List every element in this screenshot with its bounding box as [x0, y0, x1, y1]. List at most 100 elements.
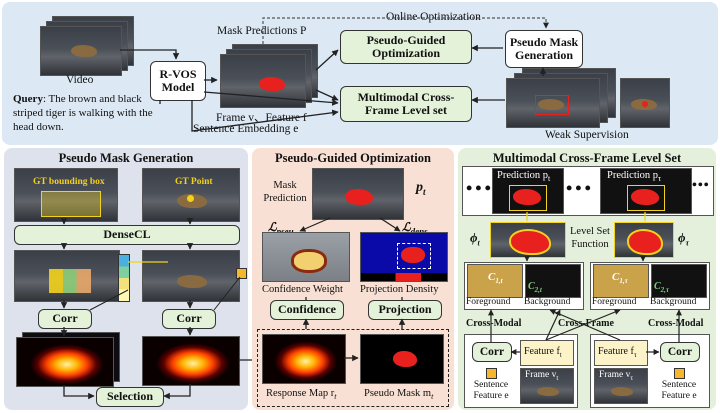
weak-point-frame: [620, 78, 670, 128]
phi-t-label: ϕt: [470, 230, 480, 248]
frame-vt-image: Frame vt: [520, 368, 574, 404]
sentence-feature-right-label: Sentence Feature e: [661, 380, 697, 401]
frame-vt-tiger: [537, 387, 559, 396]
foreground-right-label: Foreground: [592, 297, 637, 307]
phi-tau-label: ϕτ: [678, 230, 689, 248]
weak-supervision-label: Weak Supervision: [545, 129, 629, 141]
overview-arrows: [120, 17, 549, 132]
gt-bbox-rect: [41, 191, 101, 217]
cross-modal-left-label: Cross-Modal: [466, 318, 522, 329]
phi-t-sub: t: [477, 238, 480, 248]
prediction-tau-sub: τ: [658, 174, 662, 184]
pgo-mask-blob: [345, 189, 373, 205]
ctau2-sub: 2,τ: [660, 286, 670, 294]
prediction-t-box: [509, 185, 547, 211]
loss-dens-sub: dens: [411, 226, 428, 236]
pseudo-mask-image: [360, 334, 444, 384]
feature-right-tiger: [177, 275, 207, 288]
phi-tau-text: ϕ: [678, 230, 686, 245]
response-map-text: Response Map r: [266, 388, 335, 399]
corr-mcfl-right-label: Corr: [667, 345, 693, 358]
ct2-text: C: [528, 281, 535, 292]
feature-ftau-box: [594, 340, 648, 366]
pseudo-guided-optimization-box: Pseudo-Guided Optimization: [340, 30, 472, 64]
phi-t-mask: [509, 229, 551, 255]
cross-modal-right-label: Cross-Modal: [648, 318, 704, 329]
multimodal-level-set-label: Multimodal Cross-Frame Level set: [357, 89, 455, 117]
prediction-t-image: Prediction pt: [492, 168, 564, 214]
prediction-tau-label: Prediction pτ: [607, 170, 661, 183]
ct1-text: C: [488, 271, 496, 283]
sentence-cube-left: [486, 368, 497, 379]
frame-vtau-label: Frame vτ: [599, 370, 633, 382]
pseudo-mask-sub: t: [431, 392, 434, 402]
weak-bbox-rect: [535, 95, 569, 115]
frame-vtau-text: Frame v: [599, 370, 631, 380]
background-right-image: C2,τ: [651, 264, 707, 298]
prediction-tau-box: [627, 185, 665, 211]
pt-text: p: [416, 180, 423, 195]
mask-blob: [259, 77, 285, 91]
rvos-model-box: R-VOS Model: [150, 61, 206, 101]
feature-ft-box: [520, 340, 574, 366]
frame-vt-text: Frame v: [525, 370, 557, 380]
feature-ft-sub: t: [559, 351, 562, 359]
feature-grid: [49, 269, 91, 293]
feature-point-cube: [236, 268, 247, 279]
video-label: Video: [66, 74, 94, 86]
prediction-tau-image: Prediction pτ: [600, 168, 692, 214]
pgo-dashed-frame: [257, 329, 449, 407]
phi-tau-mask: [627, 229, 663, 255]
selection-label: Selection: [107, 389, 153, 404]
prediction-tau-text: Prediction p: [607, 170, 659, 181]
response-map-sub: t: [334, 392, 337, 402]
pseudo-guided-optimization-label: Pseudo-Guided Optimization: [366, 32, 446, 60]
background-left-image: C2,t: [525, 264, 581, 298]
foreground-right-image: C1,τ: [593, 264, 649, 298]
weak-sup-front: [506, 78, 600, 128]
pmg-point-image: GT Point: [142, 168, 240, 222]
mask-predictions-text: Mask Predictions P: [217, 25, 307, 37]
online-optimization-label: Online Optimization: [386, 11, 481, 23]
gt-point-label: GT Point: [175, 177, 213, 187]
weak-point-dot: [642, 101, 648, 107]
feature-ftau-sub: τ: [633, 351, 637, 359]
ct1-label: C1,t: [488, 271, 503, 285]
ctau2-text: C: [654, 281, 661, 292]
background-right-label: Background: [650, 297, 697, 307]
heatmap-left: [16, 337, 114, 387]
multimodal-level-set-box: Multimodal Cross-Frame Level set: [340, 86, 472, 122]
pseudo-mask-generation-label: Pseudo Mask Generation: [509, 34, 579, 62]
frame-vtau-sub: τ: [630, 373, 634, 382]
corr-mcfl-left-label: Corr: [479, 345, 505, 358]
feature-ftau-text: Feature f: [598, 346, 634, 357]
foreground-left-image: C1,t: [467, 264, 523, 298]
pseudo-mask-blob: [393, 351, 417, 367]
mcfl-title: Multimodal Cross-Frame Level Set: [492, 151, 682, 165]
pseudo-mask-generation-box: Pseudo Mask Generation: [505, 30, 583, 68]
loss-pseu-sub: pseu: [277, 226, 294, 236]
pgo-title: Pseudo-Guided Optimization: [275, 151, 431, 165]
densecl-label: DenseCL: [103, 227, 151, 242]
rvos-model-label: R-VOS Model: [159, 66, 197, 94]
projection-mask: [401, 247, 425, 263]
response-map-label: Response Map rt: [266, 388, 336, 401]
frame-vtau-image: Frame vτ: [594, 368, 648, 404]
tiger-image: [71, 45, 97, 57]
background-left-label: Background: [524, 297, 571, 307]
response-map-image: [262, 334, 346, 384]
confidence-weight-image: [262, 232, 350, 282]
projection-bar-bottom: [361, 273, 447, 281]
projection-box: [397, 243, 431, 269]
video-frame-front: [40, 26, 122, 76]
projection-label: Projection: [378, 302, 432, 317]
pt-label: pt: [416, 180, 426, 197]
corr-left-label: Corr: [52, 311, 78, 326]
pseudo-mask-label: Pseudo Mask mt: [364, 388, 433, 401]
frame-feature-label: Frame v、Feature f: [216, 112, 307, 124]
densecl-box: DenseCL: [14, 225, 240, 245]
pmg-bbox-image: GT bounding box: [14, 168, 118, 222]
